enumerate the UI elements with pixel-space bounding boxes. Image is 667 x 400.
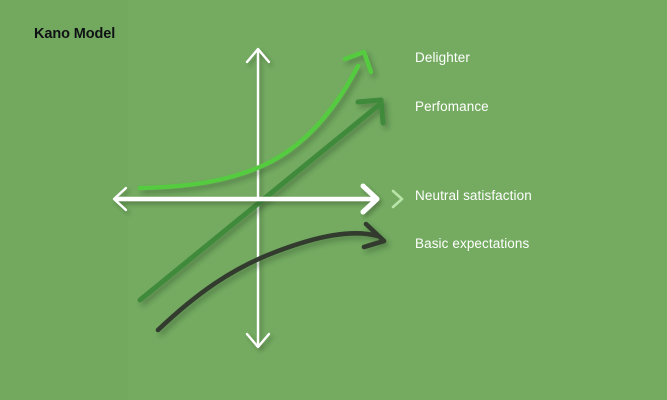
page-title: Kano Model (34, 26, 116, 42)
label-basic-expectations: Basic expectations (415, 236, 530, 251)
axis-arrow-left-icon (112, 186, 128, 212)
horizontal-axis (112, 183, 380, 215)
axis-arrow-down-icon (245, 332, 271, 349)
performance-arrow-icon (355, 97, 386, 126)
label-delighter: Delighter (415, 50, 470, 65)
axis-arrow-right-icon (360, 183, 380, 215)
label-neutral-satisfaction: Neutral satisfaction (415, 188, 532, 203)
delighter-arrow-icon (342, 49, 374, 75)
basic-expectations-curve (155, 221, 387, 333)
basic-arrow-icon (361, 221, 387, 250)
axis-arrow-up-icon (245, 47, 271, 64)
background-band (0, 0, 128, 400)
label-performance: Perfomance (415, 99, 489, 114)
delighter-curve (137, 49, 374, 191)
neutral-pointer-icon (391, 189, 404, 209)
performance-line (137, 97, 386, 303)
